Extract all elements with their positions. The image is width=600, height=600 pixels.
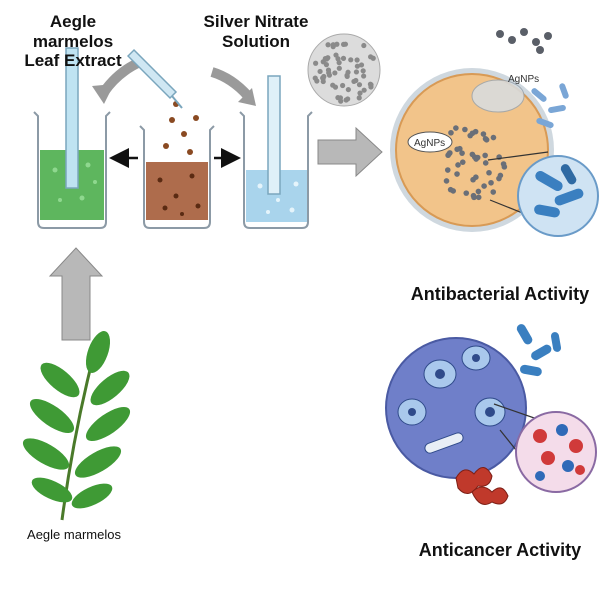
nanoparticle-dot — [345, 86, 351, 93]
agnp-dot — [480, 131, 487, 137]
nanoparticle-dot — [357, 90, 363, 96]
nanoparticle-dot — [368, 84, 374, 90]
agnp-dot — [471, 194, 477, 201]
agnp-dot — [473, 156, 479, 162]
nanoparticle-dot — [354, 57, 360, 63]
agnp-dot — [475, 188, 482, 195]
nanoparticle-dot — [340, 55, 347, 61]
nanoparticle-dot — [333, 52, 339, 58]
agnp-dot — [490, 189, 497, 195]
agnp-dot — [453, 125, 459, 131]
agnp-dot — [454, 146, 460, 153]
nanoparticle-dot — [332, 70, 338, 76]
nanoparticle-dot — [332, 84, 339, 90]
agnp-dot — [488, 179, 494, 186]
agnp-dot — [454, 171, 460, 177]
nanoparticle-dot — [326, 70, 332, 76]
nanoparticle-dot — [336, 65, 342, 71]
agnp-dot — [448, 129, 454, 136]
nanoparticle-dot — [361, 42, 367, 49]
agnp-dot — [469, 130, 476, 137]
nanoparticle-dot — [312, 75, 318, 81]
nanoparticle-dot — [323, 62, 330, 68]
cancer-cell-icon — [385, 337, 527, 479]
agnp-dot — [500, 161, 507, 167]
nanoparticle-dot — [353, 69, 360, 75]
leaf-extract-title: Aegle marmelos Leaf Extract — [24, 12, 122, 71]
agnp-dot — [473, 174, 479, 180]
cancer-zoom-icon — [515, 411, 597, 493]
blue-bacteria-icon — [516, 324, 562, 377]
nanoparticle-dot — [345, 69, 351, 75]
red-cells-icon — [455, 467, 509, 505]
agnp-dot — [483, 137, 490, 143]
nanoparticle-dot — [354, 63, 360, 69]
blue-beaker-icon — [239, 75, 313, 229]
agnp-dot — [459, 159, 466, 165]
agnp-dot — [469, 151, 476, 158]
agnp-dot — [482, 160, 489, 166]
leaf-icon — [22, 331, 131, 521]
nanoparticle-dot — [361, 87, 367, 93]
agnp-dot — [486, 169, 492, 176]
nanoparticle-dot — [361, 73, 367, 79]
nanoparticle-dot — [348, 57, 354, 63]
gray-arrow-up-icon — [48, 247, 104, 341]
agnp-cluster-icon — [496, 28, 552, 54]
nanoparticle-dot — [345, 96, 351, 102]
agnp-dot — [445, 152, 451, 159]
silver-nitrate-title: Silver Nitrate Solution — [203, 12, 309, 51]
nanoparticle-dot — [321, 73, 327, 80]
nanoparticle-dot — [317, 68, 323, 75]
anticancer-title: Anticancer Activity — [418, 540, 582, 560]
agnp-dot — [450, 188, 457, 194]
brown-beaker-icon — [139, 101, 215, 229]
nanoparticle-dot — [360, 68, 366, 74]
nanoparticle-dot — [368, 54, 374, 60]
nanoparticle-dot — [334, 41, 340, 47]
agnp-dot — [444, 167, 451, 173]
agnp-dot — [482, 152, 488, 159]
antibacterial-title: Antibacterial Activity — [410, 284, 590, 304]
pipette-icon — [126, 48, 183, 109]
plant-label: Aegle marmelos — [27, 527, 121, 542]
nanoparticle-micrograph-icon — [307, 33, 381, 107]
nanoparticle-dot — [313, 60, 319, 66]
agnp-dot — [462, 126, 468, 133]
nanoparticle-dot — [322, 55, 328, 62]
curved-arrow-right-icon — [210, 67, 256, 106]
agnps-cell-label: AgNPs — [414, 138, 445, 149]
nanoparticle-dot — [325, 42, 331, 48]
floating-bacteria-icon — [531, 83, 569, 129]
agnp-dot — [463, 190, 470, 196]
bacteria-zoom-icon — [517, 155, 599, 237]
agnp-dot — [490, 134, 497, 141]
agnp-dot — [475, 194, 482, 201]
agnp-dot — [455, 162, 461, 168]
nanoparticle-dot — [356, 82, 363, 88]
bacterium-cell-icon — [390, 68, 554, 232]
agnp-dot — [443, 178, 450, 184]
nanoparticle-dot — [351, 78, 357, 85]
agnp-dot — [496, 175, 502, 182]
agnp-dot — [459, 150, 465, 156]
green-beaker-icon — [33, 47, 111, 229]
agnp-dot — [481, 183, 487, 189]
nanoparticle-dot — [356, 95, 362, 101]
gray-arrow-right-icon — [317, 126, 383, 178]
agnps-top-label: AgNPs — [508, 74, 539, 85]
nanoparticle-dot — [358, 62, 365, 68]
nanoparticle-dot — [340, 41, 347, 47]
nanoparticle-dot — [340, 82, 346, 89]
nanoparticle-dot — [338, 98, 344, 104]
